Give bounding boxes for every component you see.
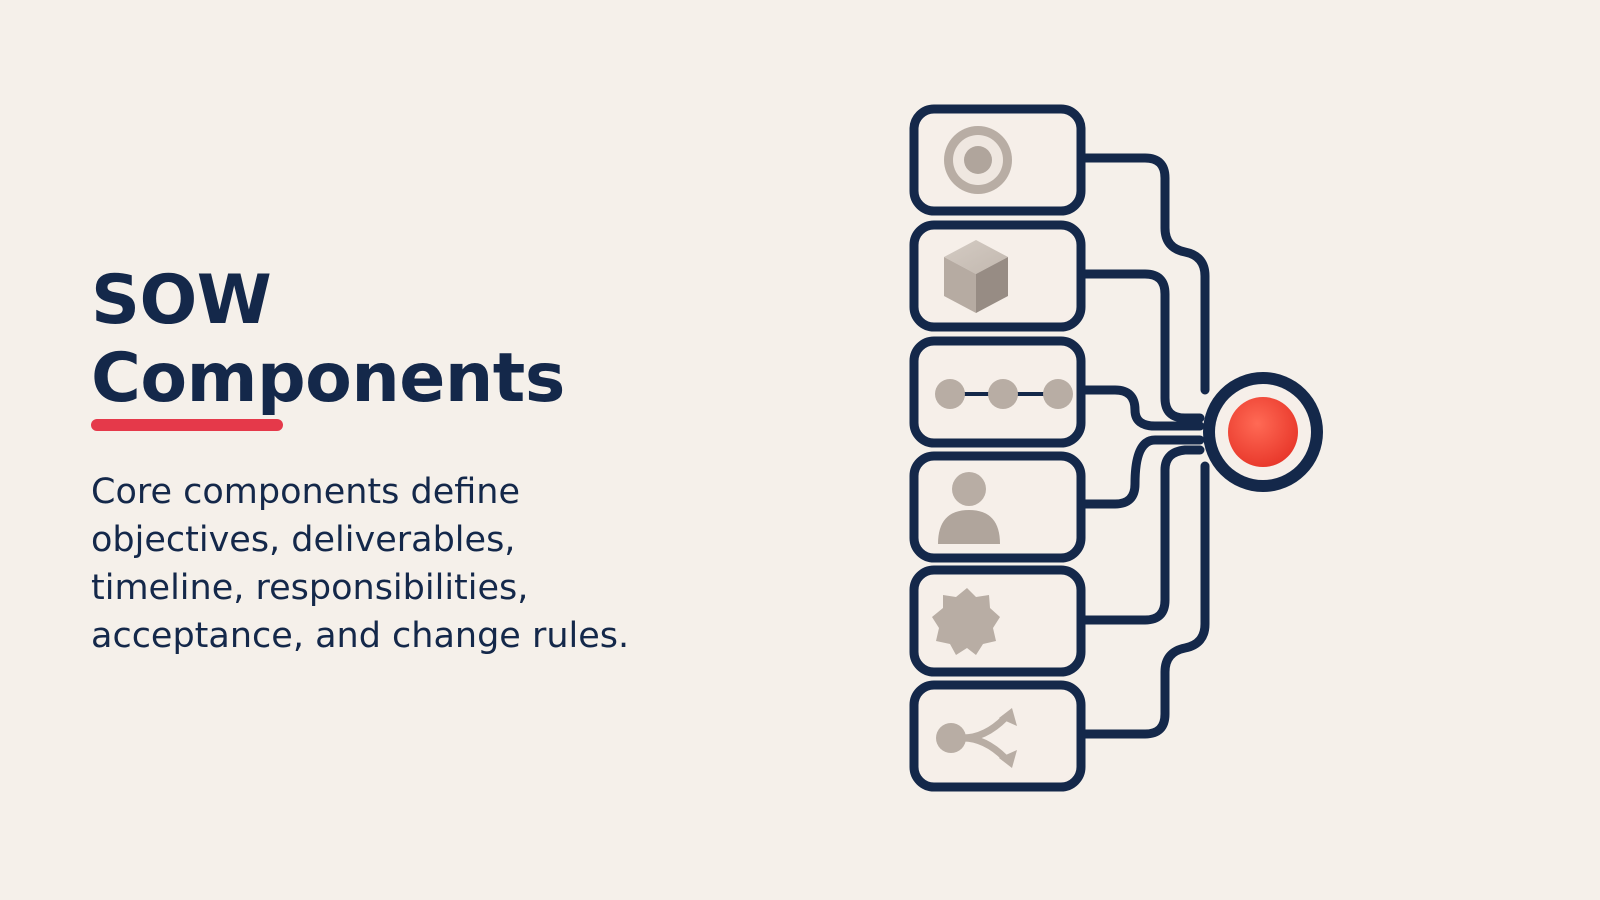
slide-title: SOW Components [91, 262, 565, 418]
seal-badge-icon [932, 588, 1000, 655]
slide-body-text: Core components define objectives, deliv… [91, 472, 630, 656]
timeline-icon [935, 379, 1073, 409]
connector-acceptance [1075, 445, 1205, 625]
title-line-2: Components [91, 339, 565, 418]
connector-objectives [1075, 153, 1210, 395]
red-dot-hub-icon [1203, 372, 1323, 492]
connector-responsibilities [1075, 435, 1205, 509]
title-line-1: SOW [91, 261, 272, 340]
connector-deliverables [1075, 269, 1205, 423]
connector-change [1075, 461, 1210, 739]
branch-arrows-icon [936, 708, 1017, 768]
title-underline-accent [91, 419, 283, 431]
person-icon [938, 472, 1000, 544]
component-cards [909, 104, 1086, 792]
target-icon [944, 126, 1012, 194]
card-change [909, 680, 1086, 792]
connector-lines [1075, 153, 1210, 739]
cube-icon [944, 240, 1008, 313]
connector-timeline [1075, 385, 1205, 431]
